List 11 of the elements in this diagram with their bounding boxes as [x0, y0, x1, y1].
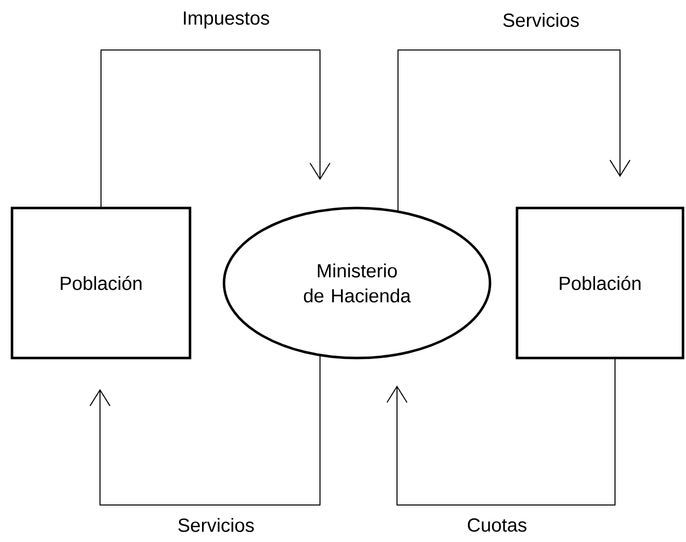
process-box: Población — [10, 206, 192, 360]
ellipse-node: Ministerio de Hacienda — [222, 206, 492, 360]
process-box: Población — [516, 206, 684, 360]
edge-label: Servicios — [178, 518, 254, 532]
arrow — [398, 50, 630, 212]
edge-label: Impuestos — [184, 12, 270, 28]
edge-label: Servicios — [503, 13, 579, 27]
arrow — [100, 50, 330, 208]
arrow — [386, 358, 616, 506]
edge-label: Cuotas — [468, 518, 526, 532]
arrow — [90, 354, 320, 506]
